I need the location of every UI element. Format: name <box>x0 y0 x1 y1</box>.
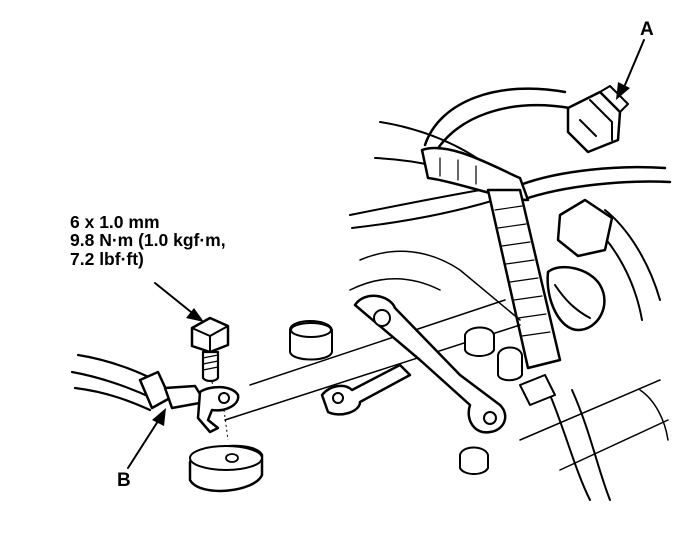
throttle-linkage-arm <box>320 294 507 434</box>
bolt-spec-torque: 9.8 N·m (1.0 kgf·m, <box>70 230 226 251</box>
engine-block-outline <box>224 250 669 471</box>
block-bosses <box>289 320 556 475</box>
ground-bolt <box>190 316 230 441</box>
ground-mount-boss <box>188 444 264 493</box>
arrow-to-ground-bolt <box>154 282 204 322</box>
callout-b: B <box>117 470 131 491</box>
connector-a <box>566 85 629 154</box>
bolt-spec-size: 6 x 1.0 mm <box>70 212 160 232</box>
bolt-spec-label: 6 x 1.0 mm 9.8 N·m (1.0 kgf·m, 7.2 lbf·f… <box>70 212 226 269</box>
wire-harness-upper <box>349 87 672 321</box>
bolt-spec-torque-imperial: 7.2 lbf·ft) <box>70 248 144 269</box>
arrow-to-ground-cable-b <box>127 408 166 469</box>
harness-clamp <box>546 198 614 332</box>
ground-cable-b <box>70 353 240 434</box>
arrow-to-connector-a <box>616 39 645 100</box>
corrugated-loom <box>420 146 611 501</box>
callout-a: A <box>640 19 654 40</box>
